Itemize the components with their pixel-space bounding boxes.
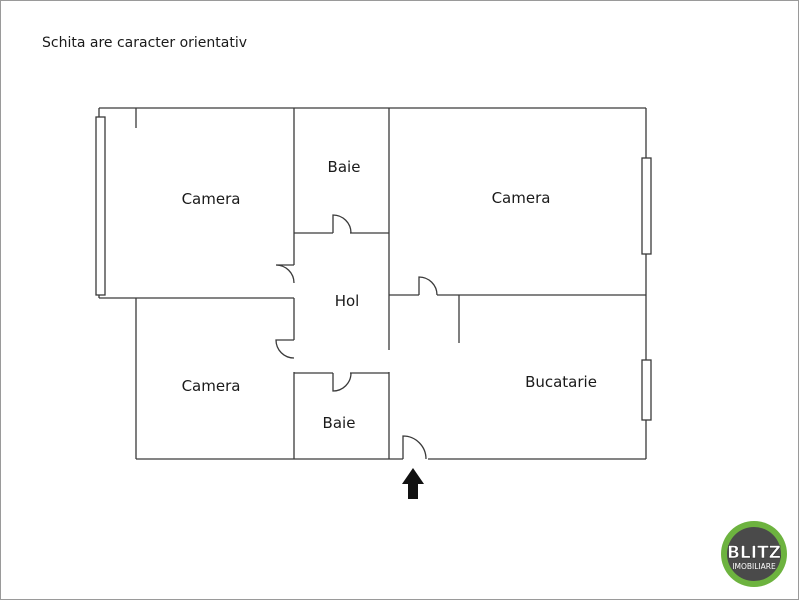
room-labels: Camera Baie Camera Hol Camera Bucatarie … [182,158,597,432]
doors [275,214,438,460]
label-baie-bottom: Baie [323,414,356,432]
door-entrance [402,435,427,460]
door-baie-top [332,214,352,234]
label-baie-top: Baie [328,158,361,176]
window-right-bottom [641,359,652,421]
walls [98,107,647,460]
logo-disc [727,527,781,581]
door-camera-top-right [418,276,438,296]
door-camera-top-left [275,264,295,284]
label-bucatarie: Bucatarie [525,373,597,391]
label-camera-top-right: Camera [492,189,551,207]
logo-subtitle: IMOBILIARE [732,562,776,571]
blitz-logo: BLITZ IMOBILIARE [721,521,787,587]
windows [95,116,652,421]
door-camera-bottom-left [275,339,295,359]
window-left [95,116,106,296]
disclaimer-note: Schita are caracter orientativ [42,35,248,51]
door-baie-bottom [332,372,352,392]
logo-brand: BLITZ [727,543,781,563]
label-camera-top-left: Camera [182,190,241,208]
window-right-top [641,157,652,255]
label-hol: Hol [335,292,360,310]
up-arrow-icon [402,468,424,499]
label-camera-bottom-left: Camera [182,377,241,395]
